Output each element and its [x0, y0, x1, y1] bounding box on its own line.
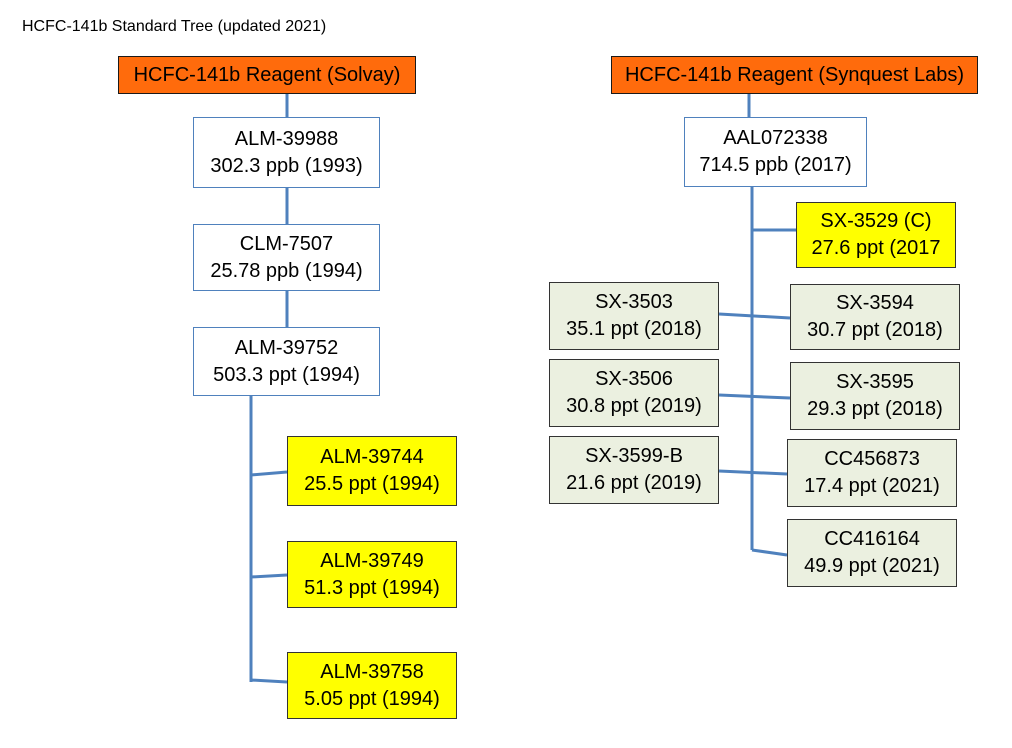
standard-node: ALM-39752 503.3 ppt (1994)	[193, 327, 380, 396]
connector-line	[250, 678, 288, 684]
standard-id: ALM-39744	[320, 446, 424, 468]
connector-line	[718, 393, 791, 400]
standard-node: ALM-39749 51.3 ppt (1994)	[287, 541, 457, 608]
root-label: HCFC-141b Reagent (Synquest Labs)	[624, 63, 965, 86]
standard-node: SX-3529 (C) 27.6 ppt (2017	[796, 202, 956, 268]
standard-value: 49.9 ppt (2021)	[804, 555, 940, 577]
connector-line	[718, 312, 791, 320]
standard-node: AAL072338 714.5 ppb (2017)	[684, 117, 867, 187]
standard-node: CC416164 49.9 ppt (2021)	[787, 519, 957, 587]
standard-id: CLM-7507	[239, 232, 334, 255]
standard-id: SX-3529 (C)	[820, 210, 932, 232]
connector-line	[718, 469, 788, 476]
root-label: HCFC-141b Reagent (Solvay)	[133, 63, 401, 86]
standard-id: SX-3503	[595, 291, 673, 313]
connector-line	[751, 548, 788, 557]
connector-line	[250, 573, 288, 579]
standard-id: ALM-39752	[234, 336, 339, 359]
standard-id: SX-3599-B	[585, 445, 683, 467]
standard-node: ALM-39988 302.3 ppb (1993)	[193, 117, 380, 188]
standard-node: SX-3594 30.7 ppt (2018)	[790, 284, 960, 350]
standard-value: 714.5 ppb (2017)	[699, 154, 852, 176]
standard-value: 51.3 ppt (1994)	[304, 576, 440, 599]
standard-id: SX-3506	[595, 368, 673, 390]
standard-value: 35.1 ppt (2018)	[566, 318, 702, 340]
solvay-reagent-root: HCFC-141b Reagent (Solvay)	[118, 56, 416, 94]
standard-id: AAL072338	[723, 127, 828, 149]
standard-value: 30.7 ppt (2018)	[807, 319, 943, 341]
standard-node: SX-3599-B 21.6 ppt (2019)	[549, 436, 719, 504]
standard-id: SX-3594	[836, 292, 914, 314]
standard-node: CC456873 17.4 ppt (2021)	[787, 439, 957, 507]
standard-id: CC456873	[824, 448, 920, 470]
standard-node: ALM-39758 5.05 ppt (1994)	[287, 652, 457, 719]
synquest-reagent-root: HCFC-141b Reagent (Synquest Labs)	[611, 56, 978, 94]
standard-value: 17.4 ppt (2021)	[804, 475, 940, 497]
standard-value: 25.78 ppb (1994)	[210, 259, 363, 282]
standard-value: 27.6 ppt (2017	[811, 237, 941, 259]
diagram-title: HCFC-141b Standard Tree (updated 2021)	[22, 18, 327, 35]
standard-node: SX-3506 30.8 ppt (2019)	[549, 359, 719, 427]
standard-id: ALM-39988	[234, 127, 339, 150]
standard-value: 503.3 ppt (1994)	[213, 363, 360, 386]
standard-id: CC416164	[824, 528, 920, 550]
standard-node: ALM-39744 25.5 ppt (1994)	[287, 436, 457, 506]
standard-id: ALM-39749	[320, 549, 424, 572]
standard-node: CLM-7507 25.78 ppb (1994)	[193, 224, 380, 291]
standard-value: 302.3 ppb (1993)	[210, 154, 363, 177]
standard-node: SX-3503 35.1 ppt (2018)	[549, 282, 719, 350]
standard-value: 21.6 ppt (2019)	[566, 472, 702, 494]
standard-value: 25.5 ppt (1994)	[304, 473, 440, 495]
standard-id: ALM-39758	[320, 660, 424, 683]
standard-node: SX-3595 29.3 ppt (2018)	[790, 362, 960, 430]
connector-line	[250, 470, 288, 477]
standard-value: 5.05 ppt (1994)	[304, 687, 440, 710]
standard-id: SX-3595	[836, 371, 914, 393]
standard-value: 29.3 ppt (2018)	[807, 398, 943, 420]
standard-value: 30.8 ppt (2019)	[566, 395, 702, 417]
